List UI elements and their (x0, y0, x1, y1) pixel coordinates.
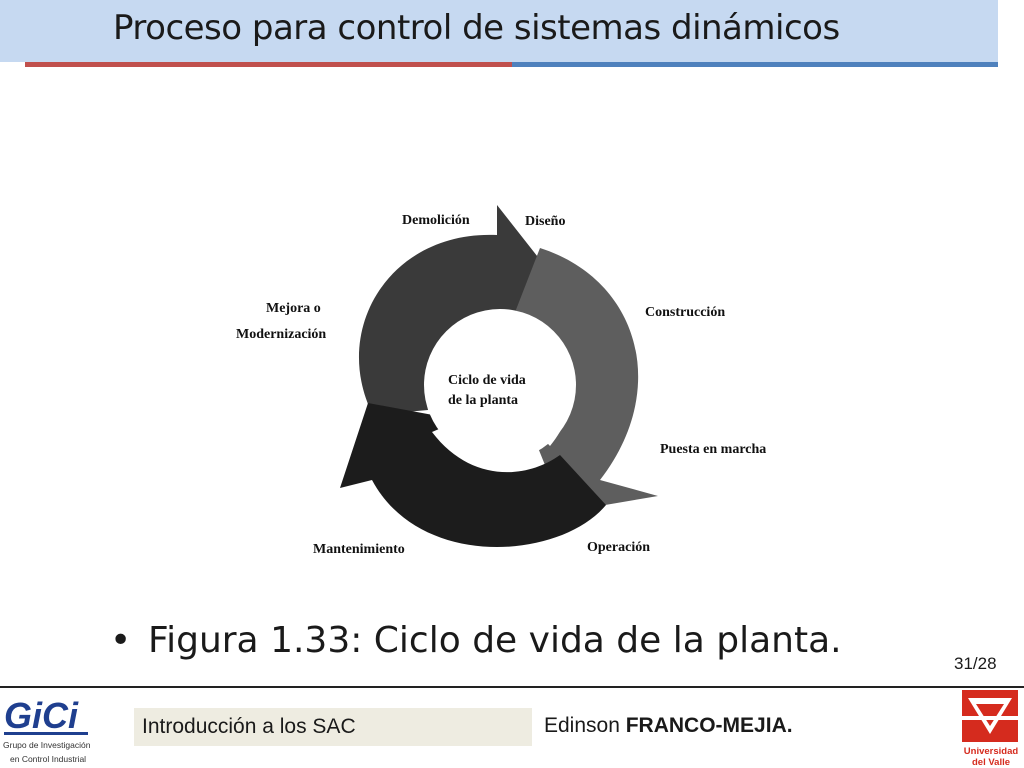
label-demolicion: Demolición (402, 213, 470, 228)
bullet-icon: • (110, 620, 132, 661)
logo-right-line1: Universidad (964, 746, 1019, 757)
figure-caption: • Figura 1.33: Ciclo de vida de la planta… (110, 620, 842, 661)
cycle-ring (340, 205, 658, 548)
logo-left-line1: Grupo de Investigación (3, 740, 91, 750)
page-number: 31/28 (954, 654, 997, 673)
center-label-line1: Ciclo de vida (448, 373, 526, 388)
gici-logo-icon: GiCi Grupo de Investigación en Control I… (3, 695, 91, 764)
footer-author: Edinson FRANCO-MEJIA. (544, 714, 793, 738)
title-rule-blue (512, 62, 998, 67)
label-mejora-line2: Modernización (236, 327, 326, 342)
label-diseno: Diseño (525, 214, 565, 229)
arrow-construction (512, 248, 658, 512)
univalle-logo-icon: Universidad del Valle (962, 690, 1019, 768)
cycle-center (424, 309, 576, 461)
label-mantenimiento: Mantenimiento (313, 542, 405, 557)
label-operacion: Operación (587, 540, 650, 555)
arrow-maintenance (340, 403, 606, 548)
logo-left-line2: en Control Industrial (10, 754, 86, 764)
svg-text:GiCi: GiCi (4, 695, 79, 736)
label-puesta: Puesta en marcha (660, 442, 766, 457)
footer-course: Introducción a los SAC (134, 708, 532, 746)
label-mejora-line1: Mejora o (266, 301, 321, 316)
arrow-modernization (358, 205, 552, 415)
logo-right-line2: del Valle (972, 757, 1010, 768)
title-bar: Proceso para control de sistemas dinámic… (0, 0, 998, 62)
slide-title: Proceso para control de sistemas dinámic… (113, 8, 840, 48)
author-first-name: Edinson (544, 714, 620, 737)
title-rule-red (25, 62, 512, 67)
center-label-line2: de la planta (448, 393, 518, 408)
author-last-name: FRANCO-MEJIA. (625, 714, 793, 737)
label-construccion: Construcción (645, 305, 725, 320)
footer-rule (0, 686, 1024, 688)
caption-text: Figura 1.33: Ciclo de vida de la planta. (148, 620, 842, 661)
